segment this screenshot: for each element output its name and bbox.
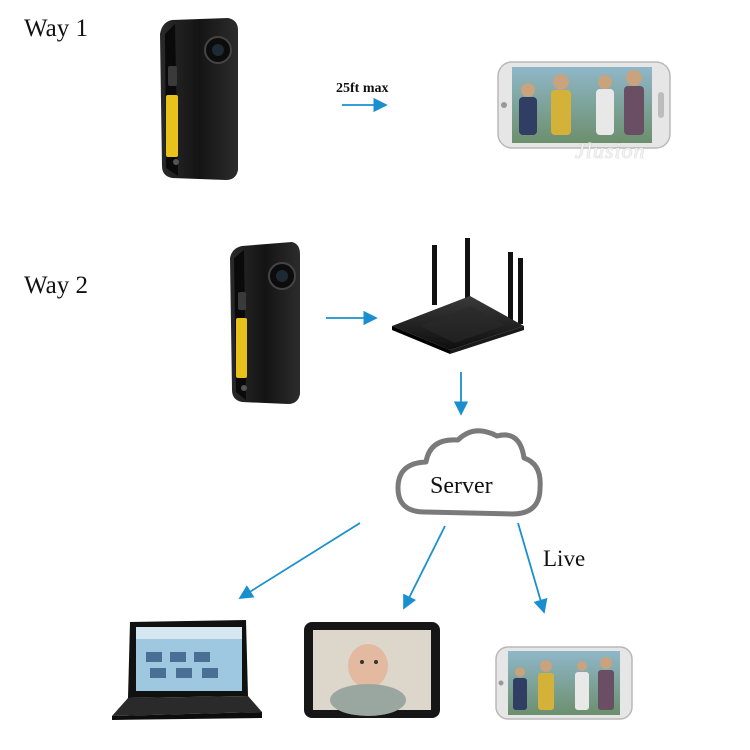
way-2-label: Way 2 xyxy=(24,272,88,299)
smartphone-icon xyxy=(497,61,671,149)
cloud-icon xyxy=(395,428,543,517)
arrow-server-to-phone xyxy=(517,522,548,614)
arrow-server-to-tablet xyxy=(403,525,446,610)
way-1-label: Way 1 xyxy=(24,15,88,42)
mini-camera-icon xyxy=(160,18,238,180)
tablet-icon xyxy=(304,622,440,718)
server-label: Server xyxy=(430,473,493,499)
arrow-server-to-laptop xyxy=(238,522,361,599)
live-label: Live xyxy=(543,546,586,571)
wifi-router-icon xyxy=(392,238,524,354)
range-label: 25ft max xyxy=(336,81,389,96)
smartphone-icon xyxy=(495,646,633,720)
laptop-icon xyxy=(112,620,262,720)
watermark: Jlusion xyxy=(575,138,646,163)
mini-camera-icon xyxy=(230,242,300,404)
